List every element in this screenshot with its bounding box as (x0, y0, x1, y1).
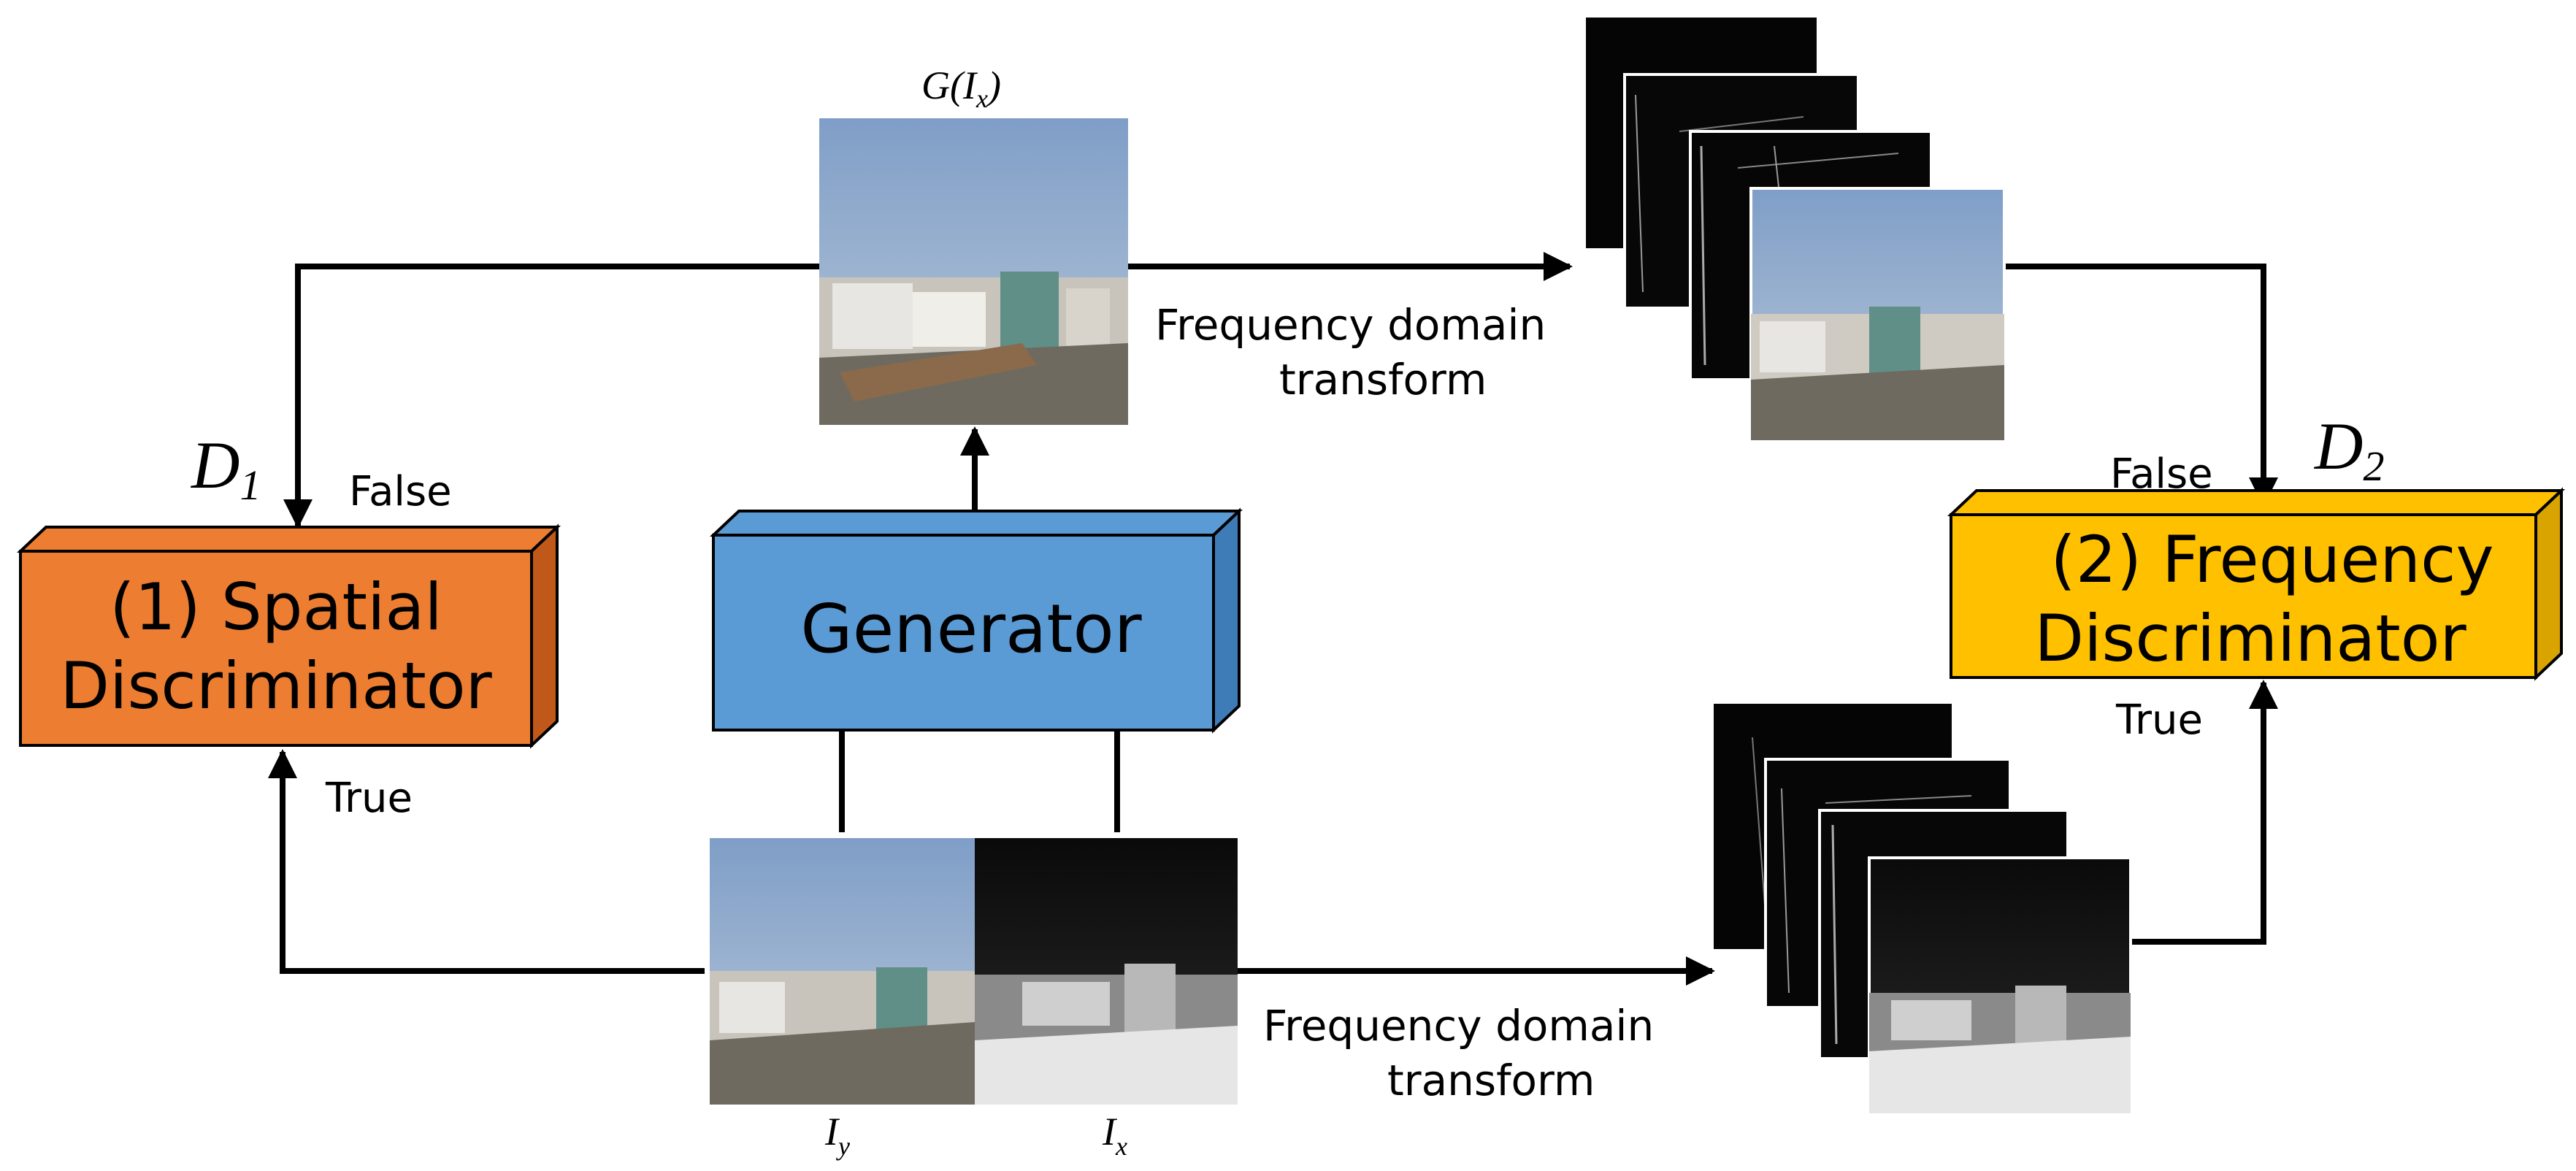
real-image-ix (975, 838, 1238, 1105)
freq-transform-bottom-line2: transform (1387, 1056, 1595, 1105)
spatial-discriminator-label-line1: (1) Spatial (110, 569, 442, 645)
iy-label: Iy (824, 1110, 850, 1161)
frequency-discriminator-block: (2) Frequency Discriminator (1947, 487, 2566, 681)
true-label-left: True (325, 775, 413, 822)
generated-image-label: G(Ix) (921, 64, 1001, 113)
false-label-right: False (2110, 450, 2213, 498)
freq-transform-top-line1: Frequency domain (1155, 300, 1546, 350)
arrow-generated-to-spatial (283, 264, 819, 529)
freq-transform-top-line2: transform (1279, 355, 1487, 404)
ix-label: Ix (1102, 1110, 1127, 1161)
generator-block: Generator (709, 507, 1243, 734)
frequency-stack-top (1583, 15, 2006, 442)
d2-label: D2 (2313, 409, 2384, 490)
frequency-stack-bottom (1711, 701, 2132, 1115)
real-image-iy (710, 838, 975, 1105)
spatial-discriminator-label-line2: Discriminator (60, 648, 492, 723)
arrow-freq-bottom-to-frequency-disc (2131, 680, 2278, 945)
spatial-discriminator-block: (1) Spatial Discriminator (16, 523, 561, 749)
frequency-discriminator-label-line1: (2) Frequency (2050, 522, 2493, 597)
generated-image (819, 118, 1128, 425)
frequency-discriminator-label-line2: Discriminator (2034, 601, 2466, 676)
generator-label: Generator (800, 590, 1141, 668)
false-label-left: False (349, 468, 452, 515)
arrow-real-to-spatial (268, 749, 705, 974)
true-label-right: True (2115, 696, 2203, 744)
arrow-freq-top-to-frequency-disc (2004, 264, 2278, 507)
freq-transform-bottom-line1: Frequency domain (1263, 1001, 1654, 1051)
d1-label: D1 (190, 428, 261, 509)
